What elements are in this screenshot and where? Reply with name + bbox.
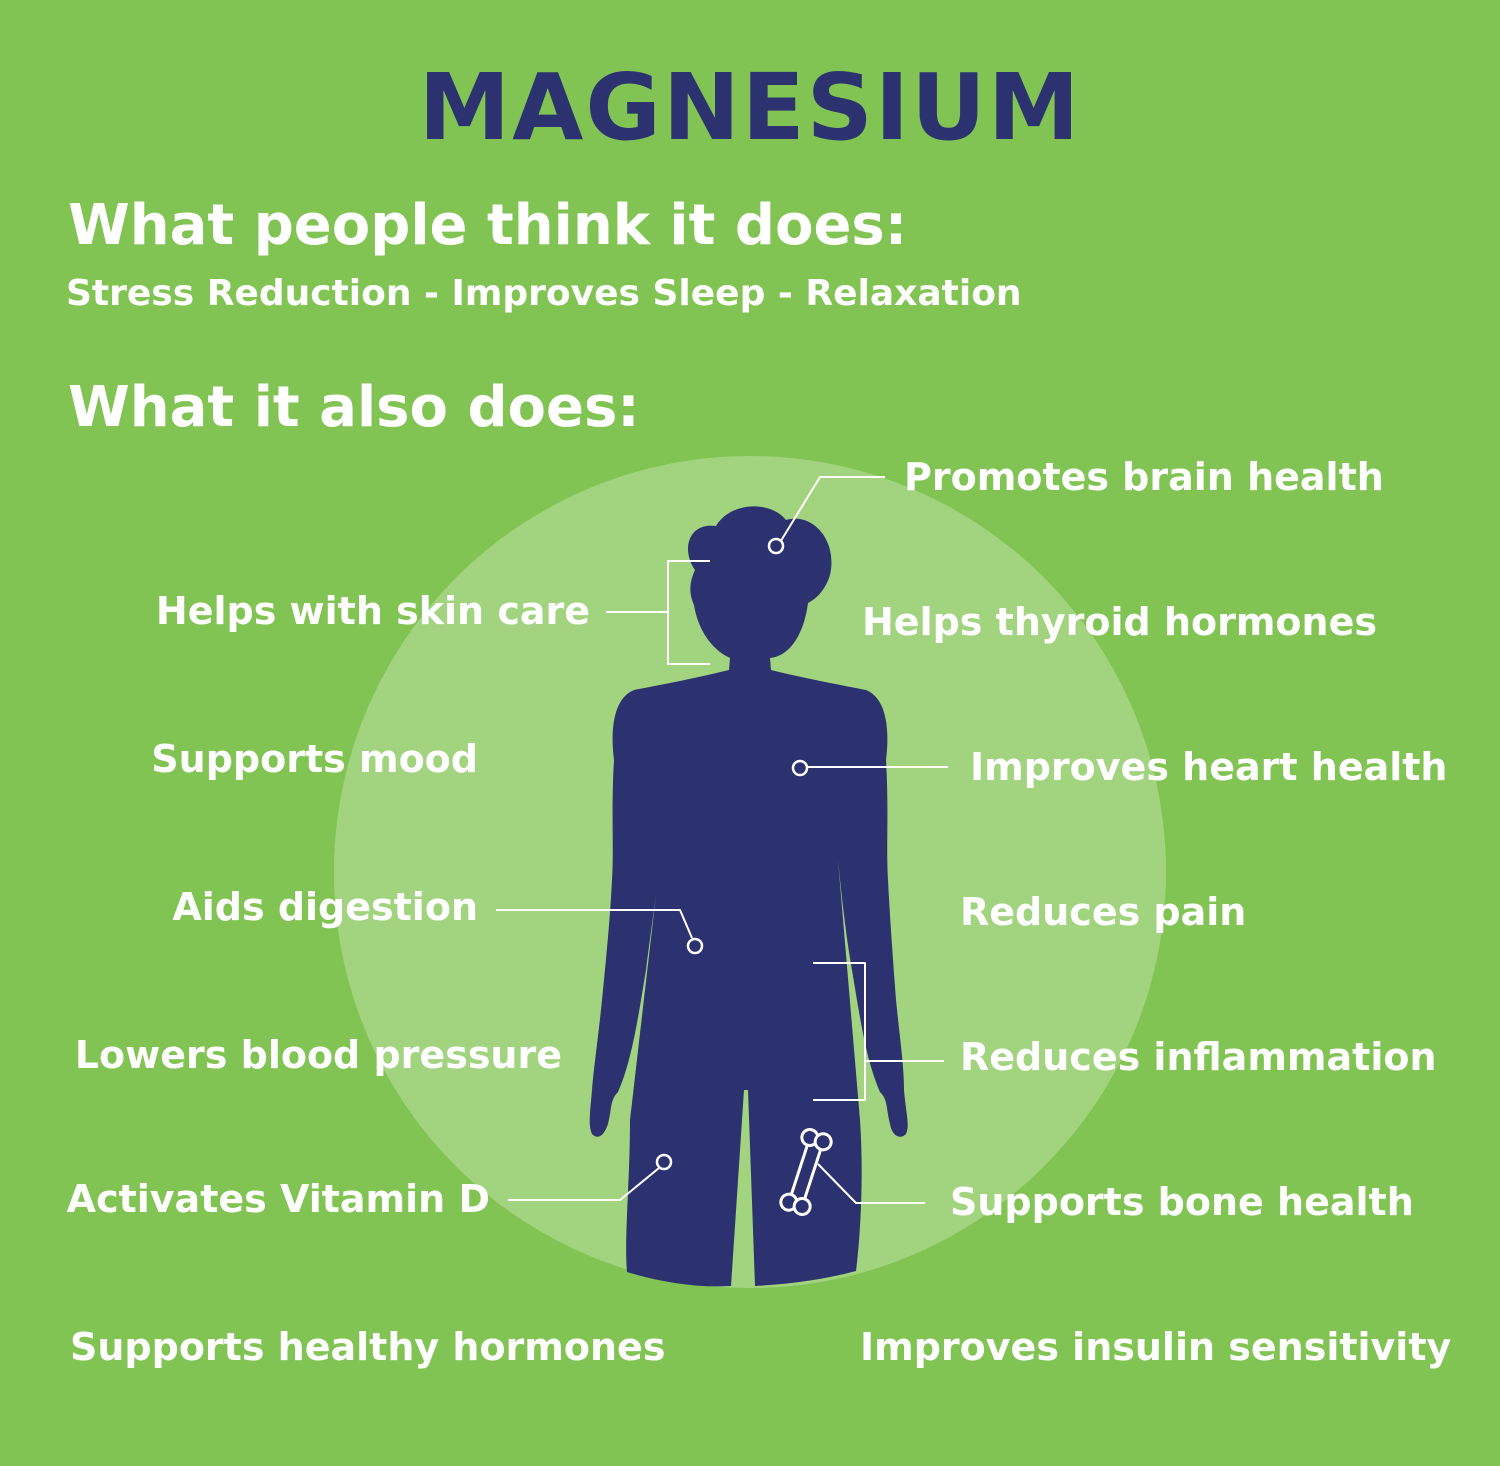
actual-heading: What it also does: [68, 375, 640, 440]
label-mood: Supports mood [151, 737, 478, 781]
label-vitamin-d: Activates Vitamin D [66, 1177, 490, 1221]
label-insulin: Improves insulin sensitivity [860, 1325, 1452, 1369]
label-thyroid: Helps thyroid hormones [862, 600, 1377, 644]
label-healthy-hormones: Supports healthy hormones [70, 1325, 666, 1369]
connector-bone [817, 1163, 925, 1204]
label-heart-health: Improves heart health [970, 745, 1448, 789]
belief-items: Stress Reduction - Improves Sleep - Rela… [66, 273, 1022, 314]
target-ring-icon [655, 537, 809, 1171]
connector-vitamin-d [508, 1167, 660, 1201]
marker-vitamin-d [655, 1153, 673, 1171]
belief-heading: What people think it does: [68, 193, 908, 258]
connector-lines [496, 476, 948, 1204]
label-pain: Reduces pain [960, 890, 1247, 934]
bone-icon [779, 1128, 833, 1216]
label-skin-care: Helps with skin care [155, 589, 590, 633]
label-brain-health: Promotes brain health [904, 455, 1384, 499]
connector-brain [778, 476, 885, 545]
label-inflammation: Reduces inflammation [960, 1035, 1437, 1079]
connector-skin [606, 560, 710, 665]
connector-inflammation [813, 962, 944, 1101]
marker-digestion [686, 937, 704, 955]
human-silhouette-icon [589, 506, 908, 1287]
marker-brain [767, 537, 785, 555]
connector-digestion [496, 909, 693, 939]
label-digestion: Aids digestion [172, 885, 478, 929]
page-title: MAGNESIUM [418, 54, 1082, 161]
marker-heart [791, 759, 809, 777]
label-blood-pressure: Lowers blood pressure [74, 1033, 562, 1077]
label-bone-health: Supports bone health [950, 1180, 1414, 1224]
